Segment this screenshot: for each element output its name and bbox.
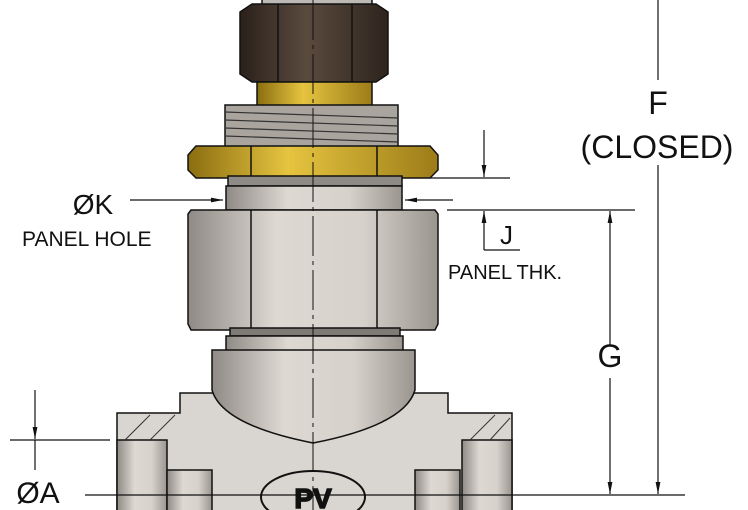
panel-hole-label: PANEL HOLE [22,228,152,251]
bonnet-thread-lower [229,327,401,337]
panel-thk-label: PANEL THK. [448,262,562,284]
lower-thread [227,175,403,187]
f-label: F [648,85,668,121]
dimension-lines [10,0,685,496]
valve-body [116,0,513,510]
closed-label: (CLOSED) [581,129,734,165]
j-label: J [500,220,513,250]
dia-a-label: ØA [16,477,59,510]
g-label: G [598,338,623,374]
bonnet-thread [224,104,399,151]
panel-collar [225,185,403,211]
body-block [116,392,513,510]
brass-stem [256,81,373,109]
dia-k-label: ØK [73,189,114,220]
packing-nut [239,3,389,83]
